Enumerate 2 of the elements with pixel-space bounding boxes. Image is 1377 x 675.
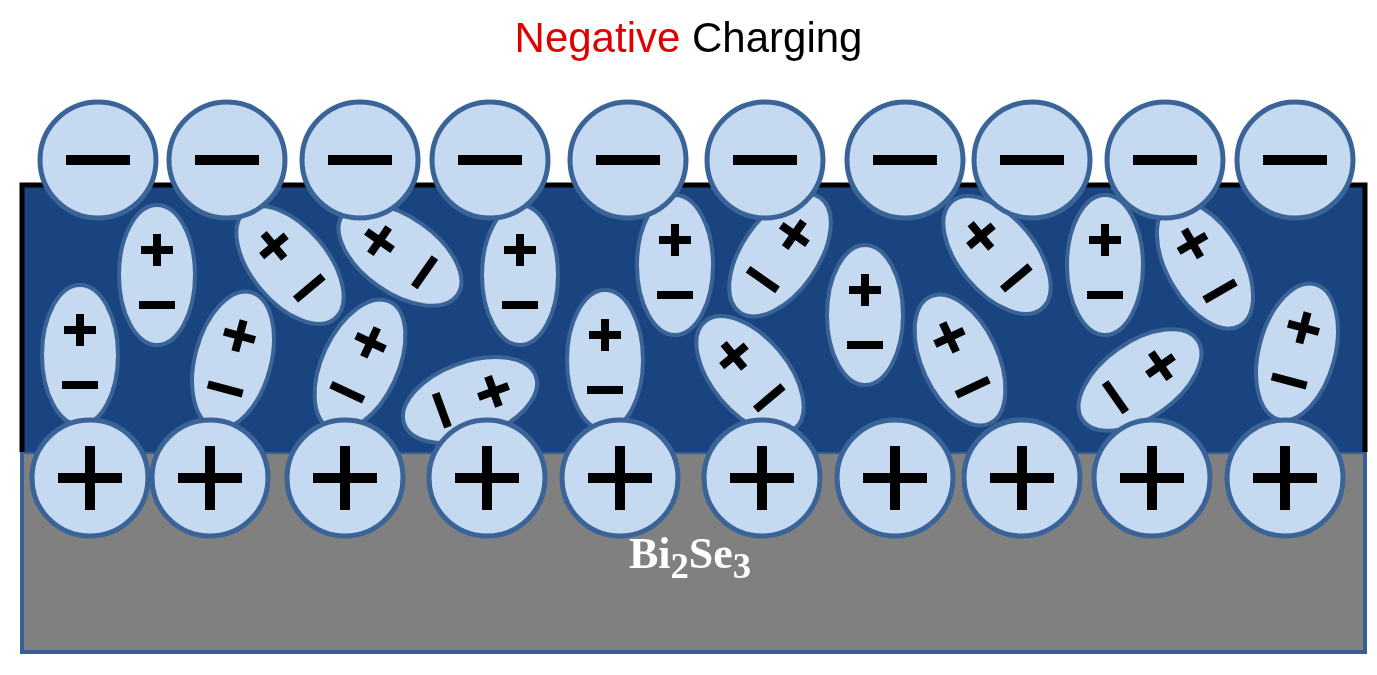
material-label: Bi$_{2}$Se$_{3}$ — [627, 528, 753, 587]
title: Negative Charging — [513, 14, 864, 62]
